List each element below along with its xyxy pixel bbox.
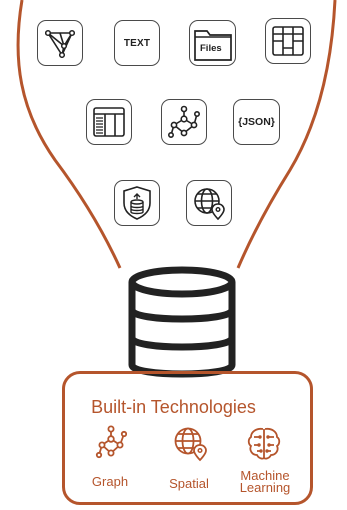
tech-label-spatial: Spatial [169,476,209,491]
tile-files: Files [189,20,236,66]
tech-label-machine-learning: Machine Learning [239,468,291,495]
tech-label-graph: Graph [91,474,129,489]
files-label: Files [200,43,222,54]
shield-database-icon [123,186,151,220]
folder-icon [194,30,232,61]
text-format-label: TEXT [123,37,151,49]
json-format-label: {JSON} [238,116,275,128]
table-rows-icon [93,107,125,137]
tile-json: {JSON} [233,99,280,145]
tile-columnar-table [265,18,311,64]
brain-icon [247,427,281,460]
graph-network-icon [167,105,200,138]
tile-relational-table [86,99,132,145]
tile-database-security [114,180,160,226]
globe-icon [174,427,207,462]
built-in-technologies-box [62,371,313,505]
table-columns-icon [272,26,304,56]
tile-spatial [186,180,232,226]
graph-icon [95,425,127,459]
globe-pin-icon [194,188,225,221]
tile-graph [161,99,207,145]
triangle-network-icon [45,29,75,58]
tile-text: TEXT [114,20,160,66]
built-in-technologies-title: Built-in Technologies [91,397,256,417]
database-icon [128,266,236,378]
tile-triangle-graph [37,20,83,66]
